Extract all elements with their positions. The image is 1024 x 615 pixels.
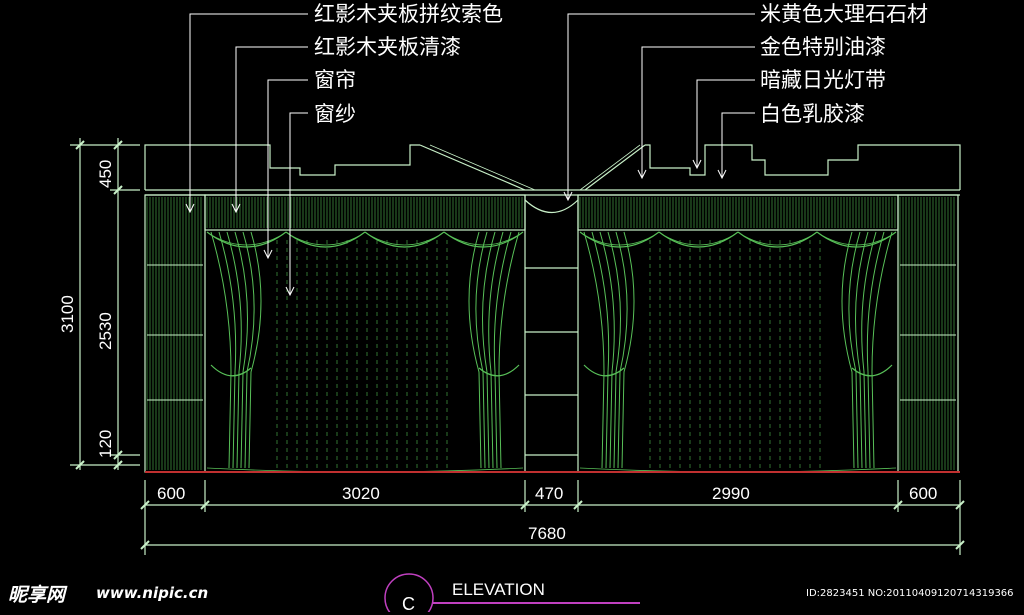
dim-2990: 2990: [712, 484, 750, 503]
label-curtain: 窗帘: [314, 68, 356, 92]
dim-600-right: 600: [909, 484, 938, 503]
leader-lines: [185, 13, 755, 297]
dim-total-7680: 7680: [528, 524, 566, 543]
watermark-id: ID:2823451 NO:20110409120714319366: [806, 588, 1014, 599]
curtains: [206, 231, 897, 473]
label-white-latex: 白色乳胶漆: [760, 102, 865, 126]
watermark-logo: 昵享网: [8, 584, 66, 606]
label-marble: 米黄色大理石石材: [760, 2, 928, 26]
elevation-marker: [384, 573, 640, 612]
dimension-ticks: [75, 140, 965, 550]
watermark-url: www.nipic.cn: [96, 584, 209, 602]
side-panels: [146, 197, 956, 470]
label-hidden-light: 暗藏日光灯带: [760, 68, 886, 92]
label-sheer: 窗纱: [314, 102, 356, 126]
dim-left-3100: 3100: [58, 295, 77, 333]
elevation-letter: C: [402, 594, 415, 614]
dim-left-2530: 2530: [96, 312, 115, 350]
label-red-veneer-lacquer: 红影木夹板清漆: [314, 35, 461, 59]
dim-3020: 3020: [342, 484, 380, 503]
dim-left-120: 120: [96, 429, 115, 458]
dim-470: 470: [535, 484, 564, 503]
label-red-veneer-stained: 红影木夹板拼纹索色: [314, 2, 503, 26]
frame-lines: [70, 138, 961, 555]
dim-left-450: 450: [96, 159, 115, 188]
label-gold-paint: 金色特别油漆: [760, 35, 886, 59]
elevation-title: ELEVATION: [452, 580, 545, 599]
dim-600-left: 600: [157, 484, 186, 503]
